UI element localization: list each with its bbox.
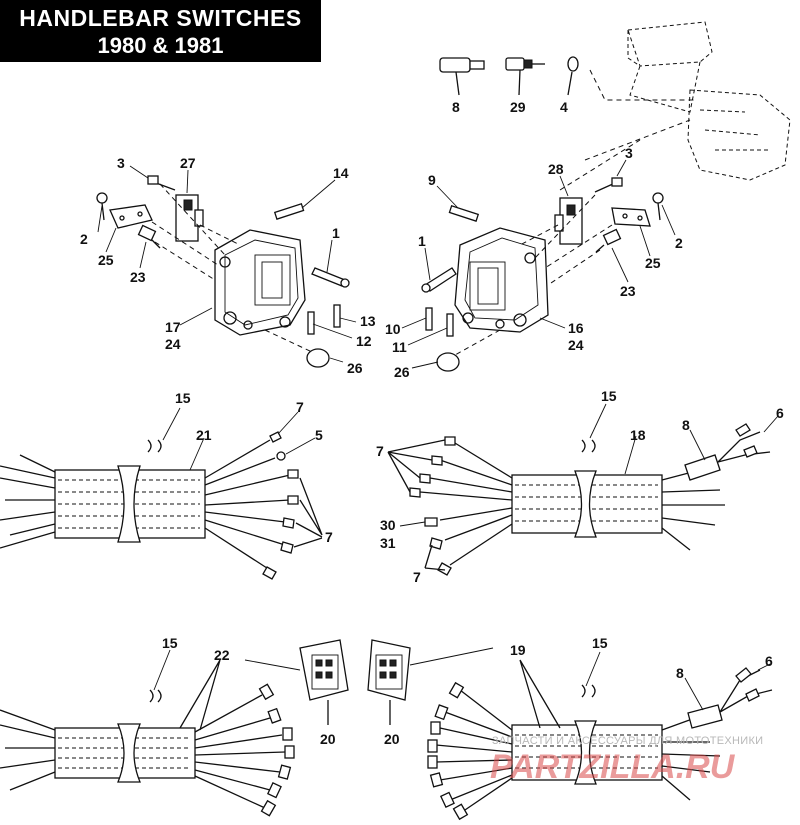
callout-10: 10: [385, 321, 401, 337]
callout-7-a: 7: [296, 399, 304, 415]
watermark-logo: PARTZILLA.RU: [490, 748, 736, 786]
callout-8-top: 8: [452, 99, 460, 115]
callout-24-left: 24: [165, 336, 181, 352]
callout-4: 4: [560, 99, 568, 115]
callout-25-left: 25: [98, 252, 114, 268]
watermark: ЗАПЧАСТИ И АКСЕССУАРЫ ДЛЯ МОТОТЕХНИКИ PA…: [490, 735, 763, 786]
callout-15-b: 15: [601, 388, 617, 404]
connector-20-left: [299, 639, 349, 725]
title-line-2: 1980 & 1981: [97, 33, 224, 58]
callout-labels: 8 29 4 3 27 14 2 25 23 1 13 12 17 24 26 …: [80, 99, 784, 747]
callout-5: 5: [315, 427, 323, 443]
part-3-screw-left: [147, 175, 176, 191]
callout-17: 17: [165, 319, 181, 335]
part-1-screw-right: [421, 267, 457, 293]
callout-27: 27: [180, 155, 196, 171]
callout-26-left: 26: [347, 360, 363, 376]
callout-3-left: 3: [117, 155, 125, 171]
harness-22: [0, 659, 295, 817]
callout-7-b: 7: [325, 529, 333, 545]
callout-9: 9: [428, 172, 436, 188]
harness-19: [427, 659, 773, 821]
harness-21: [0, 431, 323, 580]
callout-8-mid: 8: [682, 417, 690, 433]
handlebar-housing-outline: [559, 21, 791, 191]
callout-28: 28: [548, 161, 564, 177]
part-3-screw-right: [594, 177, 623, 193]
part-23-pin-left: [137, 224, 161, 249]
callout-26-right: 26: [394, 364, 410, 380]
callout-1-right: 1: [418, 233, 426, 249]
callout-23-left: 23: [130, 269, 146, 285]
part-12-13-strips: [307, 304, 341, 335]
callout-20-left: 20: [320, 731, 336, 747]
callout-1-left: 1: [332, 225, 340, 241]
left-switch-housing: [214, 229, 306, 336]
part-26-button-left: [306, 348, 330, 368]
watermark-tagline: ЗАПЧАСТИ И АКСЕССУАРЫ ДЛЯ МОТОТЕХНИКИ: [492, 735, 763, 747]
callout-6-bot: 6: [765, 653, 773, 669]
callout-8-bot: 8: [676, 665, 684, 681]
callout-21: 21: [196, 427, 212, 443]
callout-15-c: 15: [162, 635, 178, 651]
callout-15-a: 15: [175, 390, 191, 406]
part-9-strip: [448, 205, 480, 222]
callout-16: 16: [568, 320, 584, 336]
callout-11: 11: [392, 339, 407, 355]
part-4-washer: [567, 56, 579, 96]
part-1-screw-left: [311, 267, 350, 288]
callout-31: 31: [380, 535, 396, 551]
part-10-11-strips: [425, 307, 454, 337]
harness-18: [387, 423, 771, 576]
callout-20-right: 20: [384, 731, 400, 747]
callout-12: 12: [356, 333, 372, 349]
callout-7-d: 7: [413, 569, 421, 585]
right-switch-housing: [454, 227, 549, 333]
callout-14: 14: [333, 165, 349, 181]
callout-3-right: 3: [625, 145, 633, 161]
part-8-top: [439, 57, 485, 96]
callout-2-left: 2: [80, 231, 88, 247]
part-25-clip-left: [109, 204, 153, 229]
part-26-button-right: [436, 352, 460, 372]
part-29-top: [505, 57, 545, 96]
title-line-1: HANDLEBAR SWITCHES: [19, 5, 302, 31]
callout-23-right: 23: [620, 283, 636, 299]
callout-25-right: 25: [645, 255, 661, 271]
title-banner: HANDLEBAR SWITCHES 1980 & 1981: [0, 0, 321, 62]
callout-22: 22: [214, 647, 230, 663]
callout-29: 29: [510, 99, 526, 115]
part-2-screw-left: [96, 192, 108, 221]
part-25-clip-right: [611, 207, 651, 227]
right-housing-dash-guides: [454, 194, 613, 356]
part-2-screw-right: [652, 192, 664, 221]
connector-20-right: [367, 639, 411, 725]
part-14-strip: [273, 203, 305, 220]
part-27-switch: [175, 194, 204, 242]
callout-24-right: 24: [568, 337, 584, 353]
callout-7-c: 7: [376, 443, 384, 459]
callout-15-d: 15: [592, 635, 608, 651]
callout-19: 19: [510, 642, 526, 658]
left-housing-dash-guides: [151, 183, 313, 353]
part-23-pin-right: [595, 228, 622, 253]
leader-lines: [97, 159, 779, 711]
callout-6-mid: 6: [776, 405, 784, 421]
part-28-switch: [554, 197, 583, 245]
callout-13: 13: [360, 313, 376, 329]
callout-2-right: 2: [675, 235, 683, 251]
callout-18: 18: [630, 427, 646, 443]
callout-30: 30: [380, 517, 396, 533]
